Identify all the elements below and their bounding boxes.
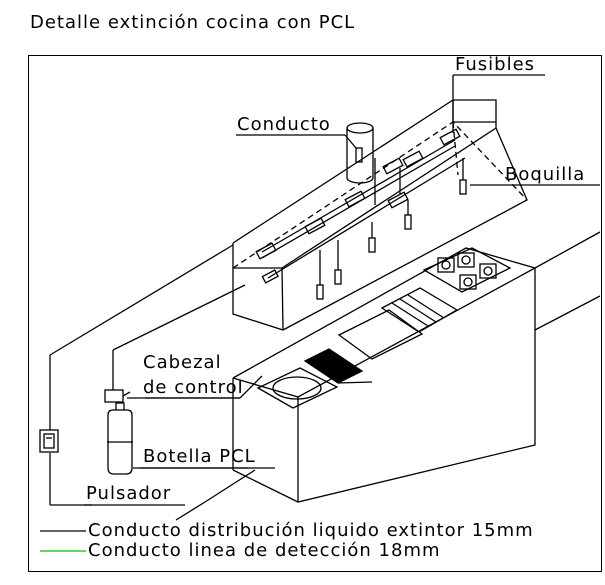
burners [422,247,512,293]
legend-item-detection: Conducto linea de detección 18mm [88,540,441,561]
label-pulsador: Pulsador [86,483,172,504]
label-fusibles: Fusibles [455,54,536,75]
griddle-plate [337,287,459,360]
diagram-title: Detalle extinción cocina con PCL [30,12,356,33]
drawing-frame [28,55,602,572]
label-boquilla: Boquilla [505,164,586,185]
control-head [104,389,131,403]
duct-cylinder [346,122,374,184]
fryer [303,348,373,384]
push-button [39,429,59,453]
distribution-pipes [261,139,466,285]
label-botella: Botella PCL [143,446,256,467]
leader-lines [84,74,600,506]
sink [256,367,339,409]
nozzles [316,179,467,300]
label-de-control: de control [143,377,244,398]
kitchen-counter [232,247,536,503]
label-cabezal: Cabezal [143,352,222,373]
fusible-holders [255,128,461,284]
label-conducto: Conducto [237,114,331,135]
legend-item-liquid: Conducto distribución liquido extintor 1… [88,520,534,541]
